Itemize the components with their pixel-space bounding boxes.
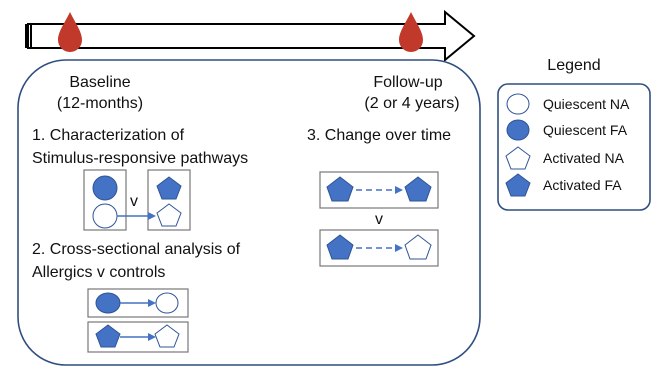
blood-drop-followup-icon — [399, 12, 423, 52]
section1-arrow — [117, 212, 156, 220]
activated-na-icon — [156, 203, 182, 227]
quiescent-fa-icon — [92, 175, 118, 201]
followup-label: Follow-up — [373, 74, 442, 91]
section1-title-line2: Stimulus-responsive pathways — [32, 150, 248, 167]
section2-title-line2: Allergics v controls — [32, 264, 165, 281]
section3-change-arrow — [356, 244, 403, 252]
section3-versus-label: v — [375, 211, 383, 228]
activated-fa-icon — [95, 324, 121, 348]
section1-activated-box — [147, 169, 191, 231]
section2-quiescent-arrow — [120, 299, 156, 307]
section3-change-box — [319, 229, 439, 267]
section3-stable-box — [319, 171, 439, 209]
followup-sub-label: (2 or 4 years) — [364, 95, 459, 112]
section1-versus-label: v — [130, 193, 138, 210]
section1-quiescent-box — [83, 169, 127, 231]
section3-title: 3. Change over time — [307, 127, 451, 144]
legend-box — [497, 83, 651, 211]
activated-fa-icon — [404, 176, 432, 202]
baseline-label: Baseline — [69, 74, 130, 91]
legend-title: Legend — [547, 57, 600, 74]
blood-drop-baseline-icon — [58, 12, 82, 52]
legend-activated-na-icon — [505, 146, 531, 170]
legend-quiescent-na-icon — [506, 93, 530, 115]
legend-item-label: Activated FA — [543, 177, 622, 193]
quiescent-fa-icon — [95, 292, 121, 314]
legend-quiescent-fa-icon — [506, 119, 530, 141]
legend-item-label: Quiescent FA — [543, 122, 628, 138]
activated-fa-icon — [156, 176, 182, 200]
quiescent-na-icon — [155, 292, 179, 314]
activated-fa-icon — [326, 234, 354, 260]
section2-quiescent-box — [87, 288, 189, 318]
quiescent-na-icon — [92, 203, 118, 229]
legend-item-label: Quiescent NA — [543, 96, 630, 112]
section2-activated-arrow — [120, 333, 156, 341]
activated-na-icon — [404, 234, 432, 260]
activated-fa-icon — [326, 176, 354, 202]
baseline-sub-label: (12-months) — [57, 95, 143, 112]
legend-activated-fa-icon — [505, 173, 531, 197]
study-container — [17, 59, 481, 366]
section2-activated-box — [87, 321, 189, 353]
section1-title-line1: 1. Characterization of — [32, 127, 185, 144]
section2-title-line1: 2. Cross-sectional analysis of — [32, 241, 241, 258]
activated-na-icon — [154, 324, 180, 348]
section3-stable-arrow — [356, 186, 403, 194]
legend-item-label: Activated NA — [543, 150, 625, 166]
timeline-arrow — [25, 9, 476, 63]
